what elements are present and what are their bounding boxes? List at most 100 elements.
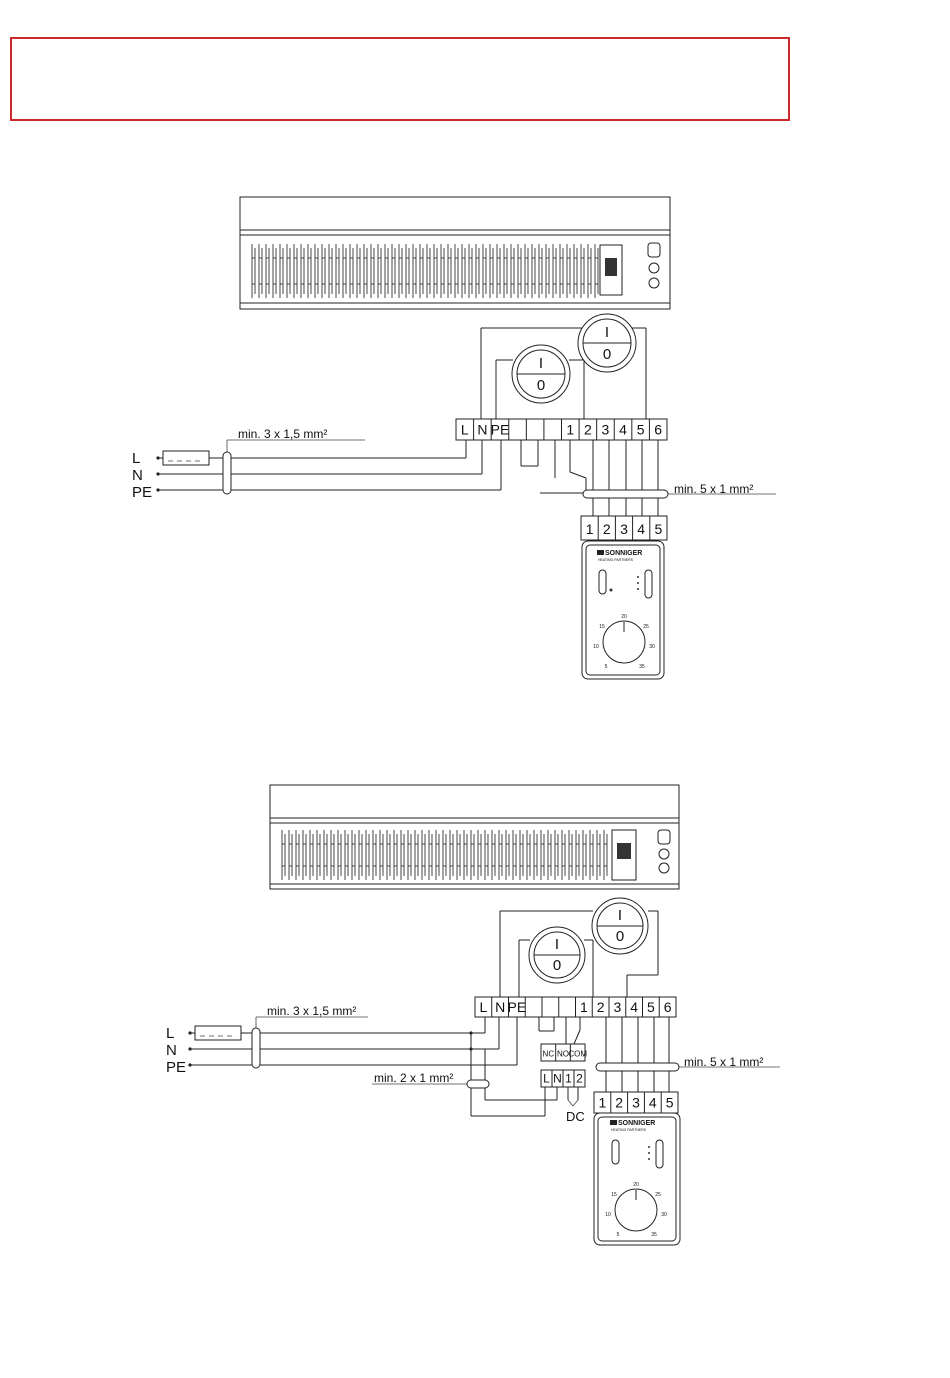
switch-off-label: 0 [616, 928, 624, 945]
fuse-icon [195, 1026, 241, 1040]
terminal-label: PE [508, 999, 527, 1015]
dial-tick-label: 25 [655, 1192, 661, 1198]
fan-switch-icon [645, 570, 652, 598]
control-knob-icon [659, 849, 669, 859]
terminal-label: 1 [580, 999, 588, 1015]
dial-tick-label: 20 [633, 1182, 639, 1188]
dial-tick-label: 30 [661, 1212, 667, 1218]
terminal-label: 4 [649, 1095, 657, 1111]
supply-wiring-2: L N PE min. 3 x 1,5 mm² [166, 1004, 517, 1076]
control-cable-spec: min. 5 x 1 mm² [684, 1055, 763, 1069]
control-knob-icon [649, 263, 659, 273]
terminal-label: NO [557, 1050, 569, 1059]
fan-switch-icon [656, 1140, 663, 1168]
dial-tick-label: 20 [621, 614, 627, 620]
dial-tick-label: 25 [643, 624, 649, 630]
switch-off-label: 0 [537, 377, 545, 394]
switch-on-label: I [605, 324, 609, 341]
switch-off-label: 0 [603, 346, 611, 363]
terminal-label: N [553, 1072, 562, 1086]
dial-tick-label: 10 [593, 644, 599, 650]
dial-tick-label: 35 [651, 1232, 657, 1238]
terminal-label: 4 [630, 999, 638, 1015]
heater-unit-1 [240, 197, 670, 309]
switch-lower-2: I 0 [519, 927, 593, 997]
switch-off-label: 0 [553, 957, 561, 974]
cable-gland-icon [467, 1080, 489, 1088]
terminal-label: 4 [619, 422, 627, 438]
controller-brand: SONNIGER [605, 550, 642, 557]
heater-unit-2 [270, 785, 679, 889]
cable-gland-icon [596, 1063, 679, 1071]
terminal-label: 6 [664, 999, 672, 1015]
dial-tick-label: 15 [599, 624, 605, 630]
terminal-label: NC [543, 1050, 555, 1059]
terminal-label: L [479, 999, 487, 1015]
supply-label-n: N [132, 467, 143, 484]
terminal-label: 2 [603, 521, 611, 537]
supply-label-pe: PE [132, 484, 152, 501]
terminal-label: N [495, 999, 505, 1015]
terminal-label: 1 [565, 1072, 572, 1086]
terminal-label: PE [491, 422, 510, 438]
control-knob-icon [659, 863, 669, 873]
terminal-label: 5 [647, 999, 655, 1015]
terminal-label: L [461, 422, 469, 438]
terminal-label: 3 [620, 521, 628, 537]
supply-cable-spec: min. 3 x 1,5 mm² [238, 427, 327, 441]
terminal-label: 1 [566, 422, 574, 438]
supply-label-l: L [166, 1025, 174, 1042]
mode-switch-icon [612, 1140, 619, 1164]
controller-sub: HEATING PARTNERS [598, 558, 634, 562]
control-knob-icon [649, 278, 659, 288]
control-wiring-1: min. 5 x 1 mm² [583, 440, 776, 516]
cable-gland-icon [252, 1028, 260, 1068]
control-wiring-2: min. 5 x 1 mm² [596, 1017, 780, 1092]
cable-gland-icon [583, 490, 668, 498]
fuse-icon [163, 451, 209, 465]
switch-lower-1: I 0 [496, 345, 584, 420]
terminal-label: COM [568, 1050, 587, 1059]
terminal-label: 5 [666, 1095, 674, 1111]
mode-switch-icon [599, 570, 606, 594]
terminal-label: 3 [602, 422, 610, 438]
dial-tick-label: 35 [639, 664, 645, 670]
terminal-label: 3 [632, 1095, 640, 1111]
supply-label-pe: PE [166, 1059, 186, 1076]
dial-tick-label: 15 [611, 1192, 617, 1198]
dial-tick-label: 5 [605, 664, 608, 670]
controller-brand: SONNIGER [618, 1120, 655, 1127]
terminal-label: 3 [613, 999, 621, 1015]
terminal-label: 4 [637, 521, 645, 537]
controller-sub: HEATING PARTNERS [611, 1128, 647, 1132]
supply-label-l: L [132, 450, 140, 467]
switch-on-label: I [618, 907, 622, 924]
terminal-label: 6 [654, 422, 662, 438]
supply-cable-spec: min. 3 x 1,5 mm² [267, 1004, 356, 1018]
supply-label-n: N [166, 1042, 177, 1059]
supply-wiring-1: L N PE min. 3 x 1,5 mm² [132, 427, 501, 501]
relay-cable-spec: min. 2 x 1 mm² [374, 1071, 453, 1085]
terminal-label: 5 [655, 521, 663, 537]
dial-tick-label: 30 [649, 644, 655, 650]
terminal-label: 1 [599, 1095, 607, 1111]
terminal-label: 2 [576, 1072, 583, 1086]
switch-on-label: I [539, 355, 543, 372]
switch-on-label: I [555, 936, 559, 953]
terminal-label: L [543, 1072, 550, 1086]
control-cable-spec: min. 5 x 1 mm² [674, 482, 753, 496]
dial-tick-label: 10 [605, 1212, 611, 1218]
relay-label: DC [566, 1109, 585, 1124]
cable-gland-icon [223, 452, 231, 494]
dial-tick-label: 5 [617, 1232, 620, 1238]
terminal-label: 2 [615, 1095, 623, 1111]
terminal-label: 2 [584, 422, 592, 438]
terminal-label: 5 [637, 422, 645, 438]
